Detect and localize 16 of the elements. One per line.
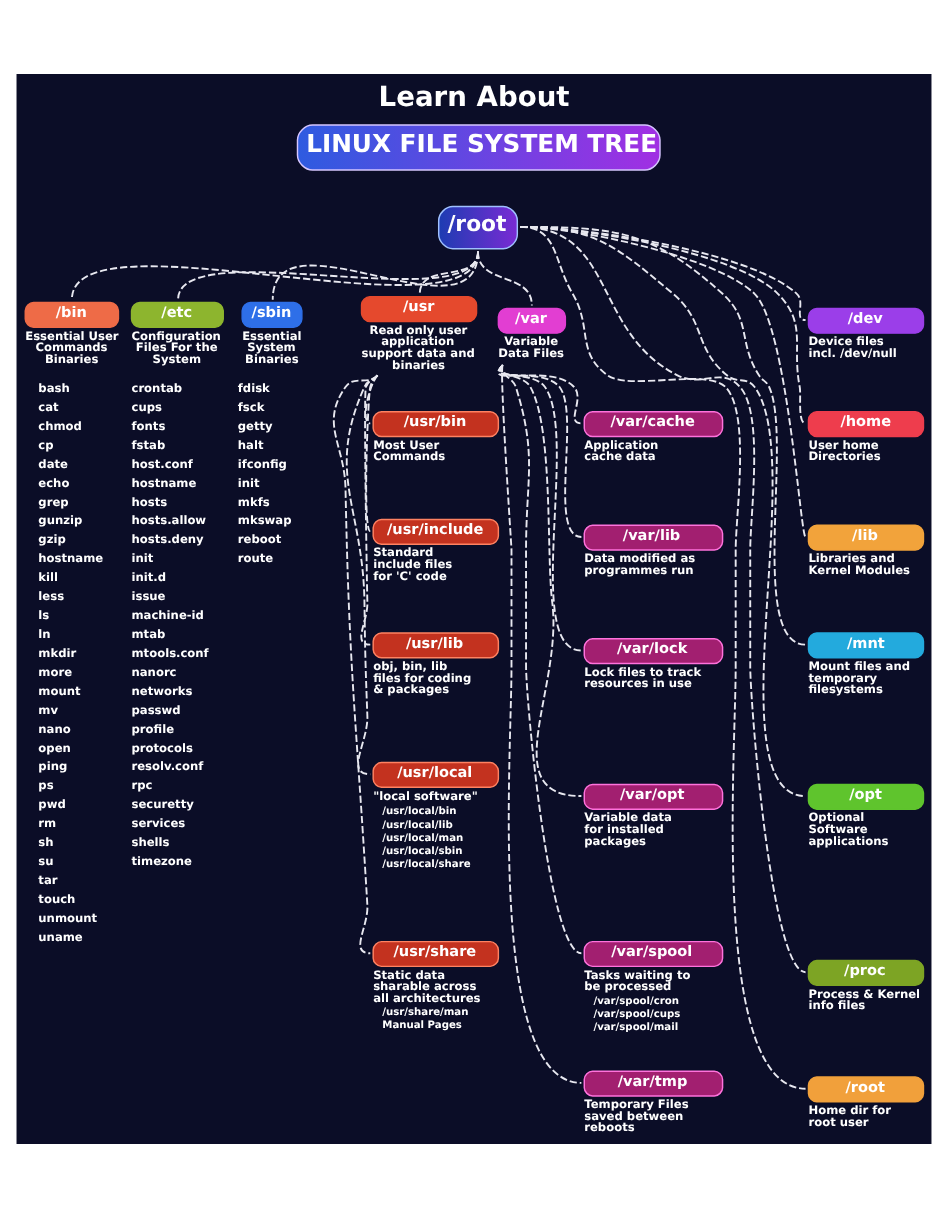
connector — [477, 250, 533, 307]
connector — [360, 374, 379, 646]
connector — [499, 364, 583, 797]
connector — [70, 250, 479, 301]
connector — [177, 250, 479, 301]
connector — [271, 250, 479, 301]
connector — [364, 374, 379, 425]
connector — [499, 364, 583, 955]
connector — [418, 250, 479, 295]
connector — [332, 374, 379, 955]
connector — [498, 364, 583, 652]
connector — [498, 364, 583, 538]
connector — [365, 374, 379, 533]
connector — [501, 364, 583, 1084]
connector — [345, 374, 379, 776]
diagram-title: Learn About — [378, 82, 570, 115]
